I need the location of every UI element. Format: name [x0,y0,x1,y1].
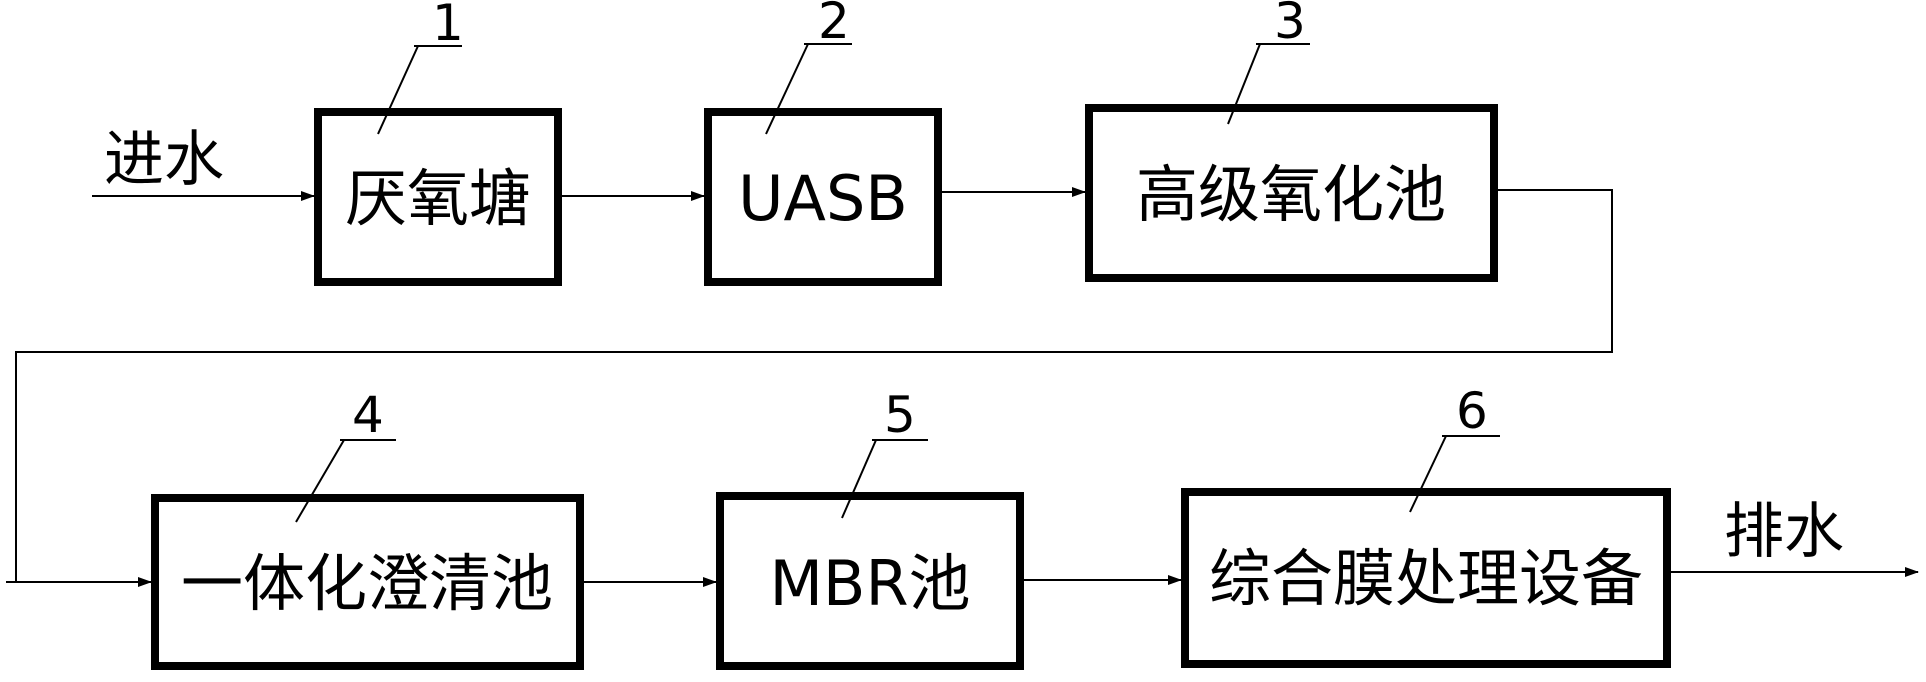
leader-4 [295,439,345,523]
leader-1 [377,45,419,135]
unit-label-5: MBR池 [769,547,970,620]
unit-number-6: 6 [1456,382,1488,440]
unit-box-4 [151,494,584,670]
unit-label-2: UASB [738,162,908,235]
unit-number-5: 5 [884,386,916,444]
unit-label-6: 综合膜处理设备 [1209,542,1643,615]
unit-box-3 [1085,104,1498,282]
unit-label-3: 高级氧化池 [1136,158,1446,231]
unit-number-1: 1 [432,0,464,52]
connector-3-to-4 [15,189,1613,587]
unit-number-3: 3 [1274,0,1306,50]
leader-3 [1227,43,1261,125]
unit-number-4: 4 [352,386,384,444]
leader-5 [841,439,877,519]
unit-box-2 [704,108,942,286]
leader-6 [1409,435,1447,513]
unit-box-1 [314,108,562,286]
unit-label-1: 厌氧塘 [345,162,531,235]
leader-2 [765,43,809,135]
unit-box-6 [1181,488,1671,668]
unit-number-2: 2 [818,0,850,50]
unit-label-4: 一体化澄清池 [181,547,553,620]
outlet-label: 排水 [1724,497,1844,567]
inlet-label: 进水 [104,125,224,195]
unit-box-5 [716,492,1024,670]
